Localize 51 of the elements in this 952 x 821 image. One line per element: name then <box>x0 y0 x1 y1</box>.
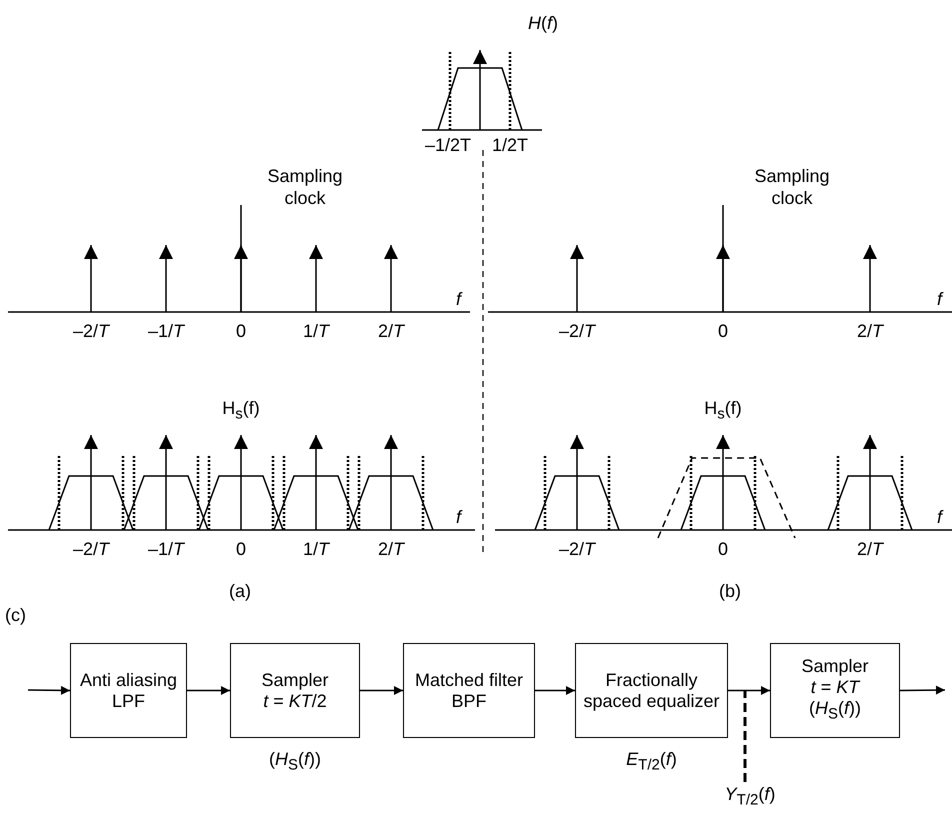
tick-label: –2/T <box>558 320 596 342</box>
box-text: Sampler <box>261 670 329 690</box>
tick-label: 0 <box>236 320 246 342</box>
tick-label: 2/T <box>378 538 404 560</box>
arrow <box>728 686 770 695</box>
function-label: H$_{s}$(f) <box>704 397 742 425</box>
signal-label: Y$_{T/2}$(f) <box>715 782 785 812</box>
panel-label: (b) <box>719 580 741 602</box>
panel-label: (c) <box>5 604 26 626</box>
panel-label: (a) <box>229 580 251 602</box>
tick-label: –2/T <box>72 320 110 342</box>
axis-label: f <box>456 288 462 310</box>
arrow <box>28 686 70 695</box>
axis-label: f <box>456 506 462 528</box>
axis-label: f <box>937 506 942 528</box>
arrow <box>360 686 403 695</box>
tick-label: 1/T <box>303 320 329 342</box>
box-text: Fractionally spaced equalizer <box>582 670 721 712</box>
axis-caption: Sampling clock <box>266 165 344 209</box>
arrow <box>187 686 230 695</box>
box-text: Sampler <box>801 656 869 678</box>
tick-label: –2/T <box>558 538 596 560</box>
process-box <box>70 643 187 738</box>
tick-label: –1/T <box>148 320 184 342</box>
tick-label: 0 <box>236 538 246 560</box>
tap-line <box>744 690 746 782</box>
box-text: Anti aliasing LPF <box>78 670 178 712</box>
tick-label: 1/2T <box>492 134 528 156</box>
tick-label: –2/T <box>72 538 110 560</box>
process-box <box>770 643 900 738</box>
arrow <box>900 686 945 695</box>
signal-label: E$_{T/2}$(f) <box>626 749 677 776</box>
tick-label: –1/2T <box>424 134 472 156</box>
tick-label: –1/T <box>148 538 184 560</box>
axis-label: f <box>937 288 942 310</box>
box-text: Matched filter BPF <box>414 670 524 712</box>
box-text: t = KT <box>810 677 860 698</box>
process-box <box>403 643 535 738</box>
function-label: H(f) <box>528 12 558 34</box>
box-text: t = KT/2 <box>263 690 327 712</box>
tick-label: 0 <box>718 538 728 560</box>
tick-label: 0 <box>718 320 728 342</box>
axis-caption: Sampling clock <box>753 165 831 209</box>
tick-label: 2/T <box>857 538 883 560</box>
signal-label: (H$_{S}$(f)) <box>268 749 322 776</box>
function-label: H$_{s}$(f) <box>222 397 260 425</box>
tick-label: 2/T <box>378 320 404 342</box>
arrow <box>535 686 575 695</box>
tick-label: 1/T <box>303 538 329 560</box>
tick-label: 2/T <box>857 320 883 342</box>
box-text: (H$_{S}$(f)) <box>808 698 862 725</box>
